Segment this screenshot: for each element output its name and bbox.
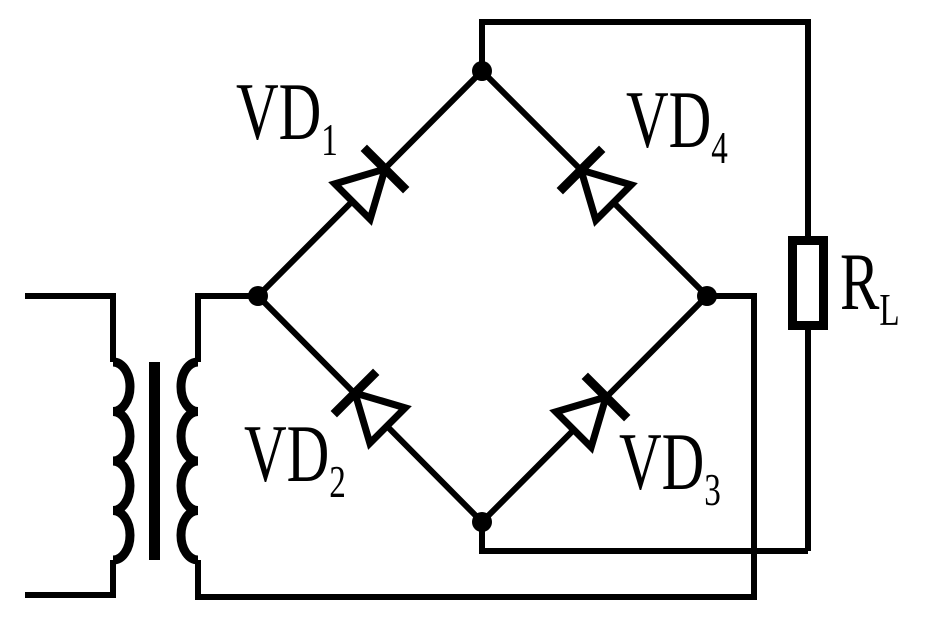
label-vd1-text: VD bbox=[236, 66, 322, 157]
junction-nodes bbox=[248, 61, 717, 532]
label-vd2: VD2 bbox=[244, 413, 385, 523]
label-vd3: VD3 bbox=[619, 421, 760, 531]
primary-top-lead-wire bbox=[25, 293, 116, 362]
diode-vd1-symbol bbox=[328, 144, 410, 226]
primary-winding-coil bbox=[112, 357, 135, 565]
label-vd4: VD4 bbox=[626, 79, 767, 189]
primary-bottom-lead-wire bbox=[25, 560, 116, 598]
left-junction-node bbox=[248, 286, 268, 306]
diode-vd3-symbol bbox=[549, 372, 631, 454]
label-vd1-subscript: 1 bbox=[321, 114, 338, 165]
transformer-core-bar bbox=[149, 362, 160, 560]
label-vd2-text: VD bbox=[244, 408, 330, 499]
label-vd4-subscript: 4 bbox=[711, 122, 728, 173]
label-vd1: VD1 bbox=[236, 71, 377, 181]
diode-vd4-symbol bbox=[556, 145, 638, 227]
bottom-junction-node bbox=[472, 512, 492, 532]
label-rl-text: R bbox=[840, 236, 880, 327]
diode-vd2-triangle bbox=[349, 387, 412, 450]
label-vd4-text: VD bbox=[626, 74, 712, 165]
diode-vd3-triangle bbox=[549, 391, 612, 454]
label-rl-subscript: L bbox=[879, 284, 900, 335]
top-node-to-resistor-top-wire bbox=[479, 19, 811, 236]
secondary-top-lead-wire bbox=[195, 293, 258, 362]
diode-vd4-triangle bbox=[575, 164, 638, 227]
diode-vd1-cathode-bar bbox=[360, 144, 410, 194]
label-vd2-subscript: 2 bbox=[329, 456, 346, 507]
label-vd3-subscript: 3 bbox=[704, 464, 721, 515]
transformer-symbol bbox=[25, 293, 258, 598]
secondary-bottom-to-right-node-wire bbox=[195, 293, 757, 600]
label-vd3-text: VD bbox=[619, 416, 705, 507]
diode-vd2-symbol bbox=[330, 368, 412, 450]
label-rl: RL bbox=[840, 241, 923, 351]
load-resistor-symbol bbox=[788, 236, 828, 330]
diode-vd3-cathode-bar bbox=[581, 372, 631, 422]
secondary-winding-coil bbox=[176, 357, 199, 565]
top-junction-node bbox=[472, 61, 492, 81]
diode-vd1-triangle bbox=[328, 163, 391, 226]
diode-vd2-cathode-bar bbox=[330, 368, 380, 418]
right-junction-node bbox=[697, 286, 717, 306]
diode-vd4-cathode-bar bbox=[556, 145, 606, 195]
